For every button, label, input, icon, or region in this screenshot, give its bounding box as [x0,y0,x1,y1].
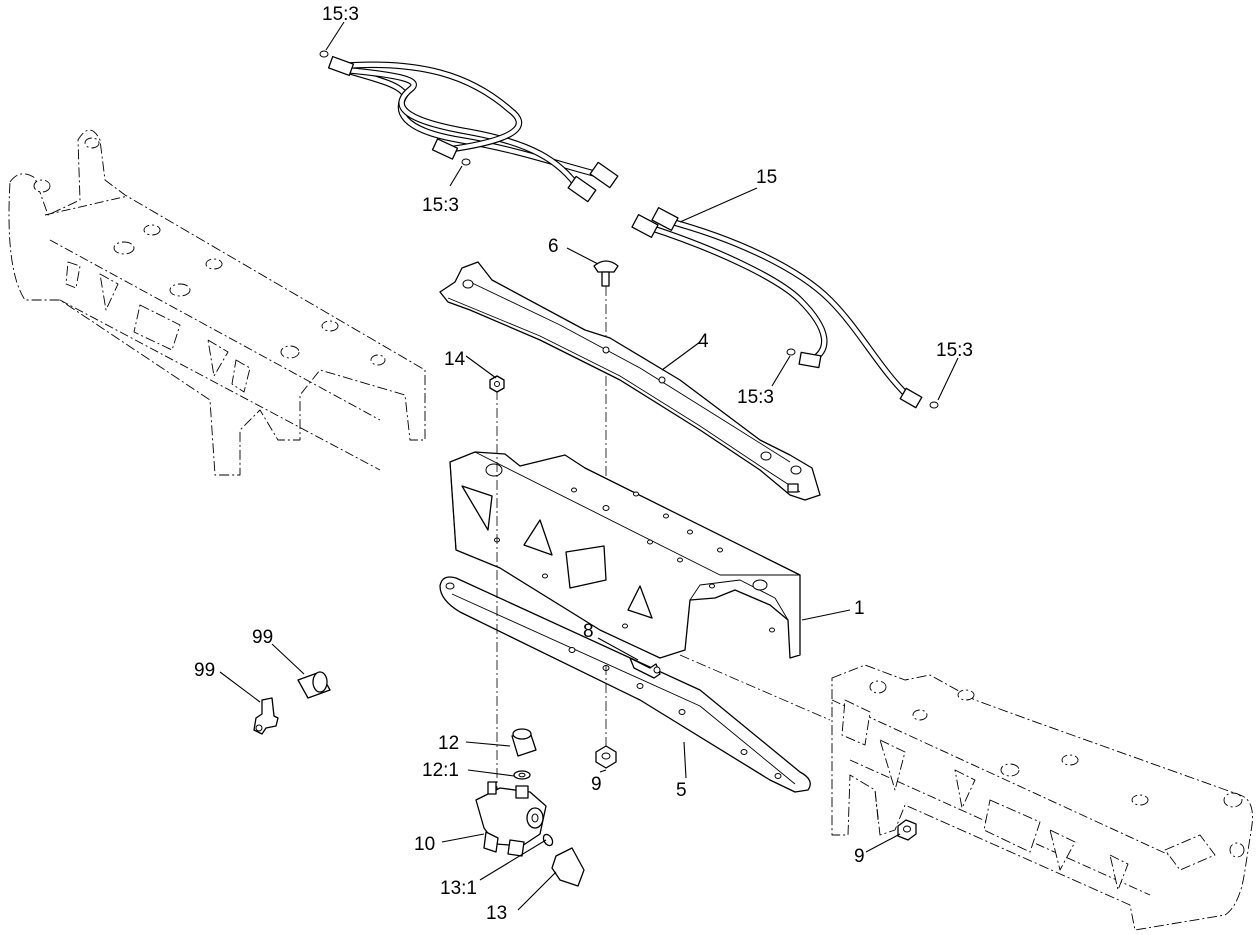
callout-13: 13 [486,903,507,924]
hydraulic-hoses-right [631,207,939,409]
callout-9-right: 9 [854,846,865,867]
part-1-main-frame [449,451,801,659]
part-10-valve [475,781,547,857]
part-4-top-rail [439,261,821,501]
callout-12: 12 [438,733,459,754]
part-99-clip [253,697,279,735]
part-6-pin [593,260,619,510]
callout-8: 8 [583,621,594,642]
callout-99-upper: 99 [252,627,273,648]
callout-labels: 15:3 15:3 15 6 4 14 15:3 15:3 1 99 99 8 … [194,4,973,924]
callout-10: 10 [414,834,435,855]
assembly-center-lines [496,390,879,821]
part-13-elbow [542,833,585,887]
part-99-cap [297,671,331,699]
part-9-nut-b [897,819,917,841]
callout-15-3-right-mid: 15:3 [737,387,774,408]
callout-14: 14 [444,349,466,370]
part-5-bottom-plate [439,576,811,793]
callout-12-1: 12:1 [422,760,459,781]
callout-6: 6 [548,236,559,257]
part-9-nut-a [595,745,617,769]
part-12-fitting [511,728,537,780]
left-frame-phantom [8,129,426,476]
callout-9-center: 9 [591,774,602,795]
callout-15: 15 [756,167,777,188]
callout-13-1: 13:1 [440,878,477,899]
part-8-stud [629,657,661,679]
part-14-nut [489,375,505,393]
callout-4: 4 [698,331,709,352]
callout-15-3-right: 15:3 [936,340,973,361]
callout-15-3-top: 15:3 [322,4,359,25]
hydraulic-hoses-left [319,50,619,203]
callout-15-3-upper-mid: 15:3 [422,195,459,216]
callout-99-lower: 99 [194,660,215,681]
right-frame-phantom [831,664,1253,931]
leader-lines [219,21,959,911]
callout-1: 1 [854,598,865,619]
callout-5: 5 [676,780,687,801]
